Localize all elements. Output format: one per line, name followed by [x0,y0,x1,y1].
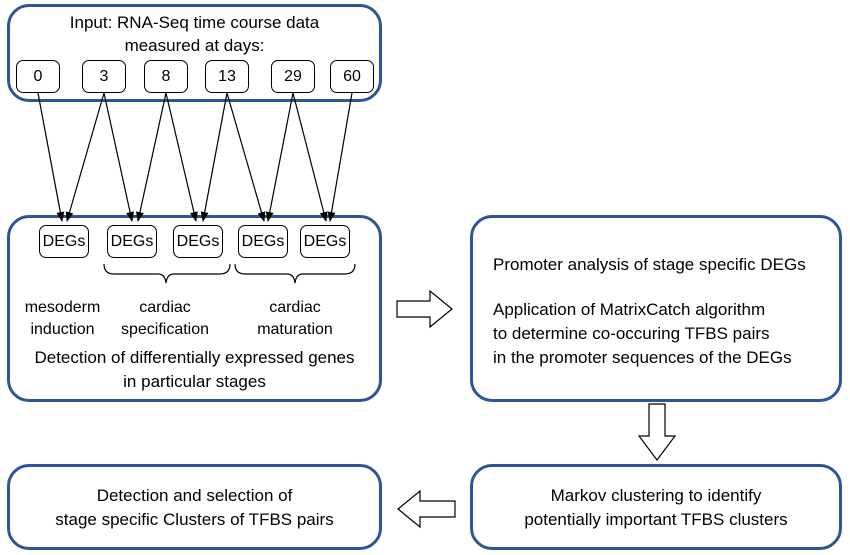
input-title-line2: measured at days: [124,36,265,55]
day-box-8: 8 [144,60,188,93]
stage-mesoderm-line1: mesoderm [24,299,101,316]
day-box-3: 3 [82,60,126,93]
promoter-box [470,215,842,402]
selection-line2: stage specific Clusters of TFBS pairs [55,510,334,529]
promoter-line1: Promoter analysis of stage specific DEGs [493,255,806,274]
markov-box [470,464,842,550]
detection-caption-line2: in particular stages [123,372,266,391]
arrow-day3-degs2 [103,92,134,222]
arrow-day8-degs2 [136,92,167,222]
stage-specification-line2: specification [120,321,210,338]
arrow-day29-degs4 [265,92,294,222]
block-arrow-down [637,403,677,461]
bracket-specification [103,263,231,284]
promoter-line4: in the promoter sequences of the DEGs [493,348,792,367]
arrow-day13-degs3 [200,92,228,222]
degs-box-3: DEGs [173,225,223,258]
arrow-day3-degs1 [65,92,105,222]
arrow-day13-degs4 [226,92,266,222]
stage-maturation-line1: cardiac [269,299,321,316]
arrow-day29-degs5 [292,92,328,222]
block-arrow-right [396,289,453,329]
arrow-day8-degs3 [165,92,198,222]
day-box-60: 60 [330,60,374,93]
stage-specification-line1: cardiac [139,299,191,316]
arrow-day0-degs1 [37,92,65,222]
stage-maturation-line2: maturation [257,321,333,338]
day-box-13: 13 [205,60,249,93]
degs-box-5: DEGs [300,225,350,258]
day-box-0: 0 [16,60,60,93]
input-box [7,4,382,102]
day-box-29: 29 [271,60,315,93]
detection-caption-line1: Detection of differentially expressed ge… [34,348,355,367]
bracket-maturation [234,263,356,284]
input-title-line1: Input: RNA-Seq time course data [69,13,320,32]
markov-line2: potentially important TFBS clusters [524,510,788,529]
markov-line1: Markov clustering to identify [550,486,762,505]
promoter-line2: Application of MatrixCatch algorithm [493,300,766,319]
block-arrow-left [397,489,456,529]
arrow-day60-degs5 [327,92,353,222]
degs-box-1: DEGs [39,225,89,258]
degs-box-2: DEGs [107,225,157,258]
selection-box [7,464,382,550]
stage-mesoderm-line2: induction [30,321,95,338]
degs-box-4: DEGs [238,225,288,258]
selection-line1: Detection and selection of [96,486,293,505]
promoter-line3: to determine co-occuring TFBS pairs [493,324,770,343]
